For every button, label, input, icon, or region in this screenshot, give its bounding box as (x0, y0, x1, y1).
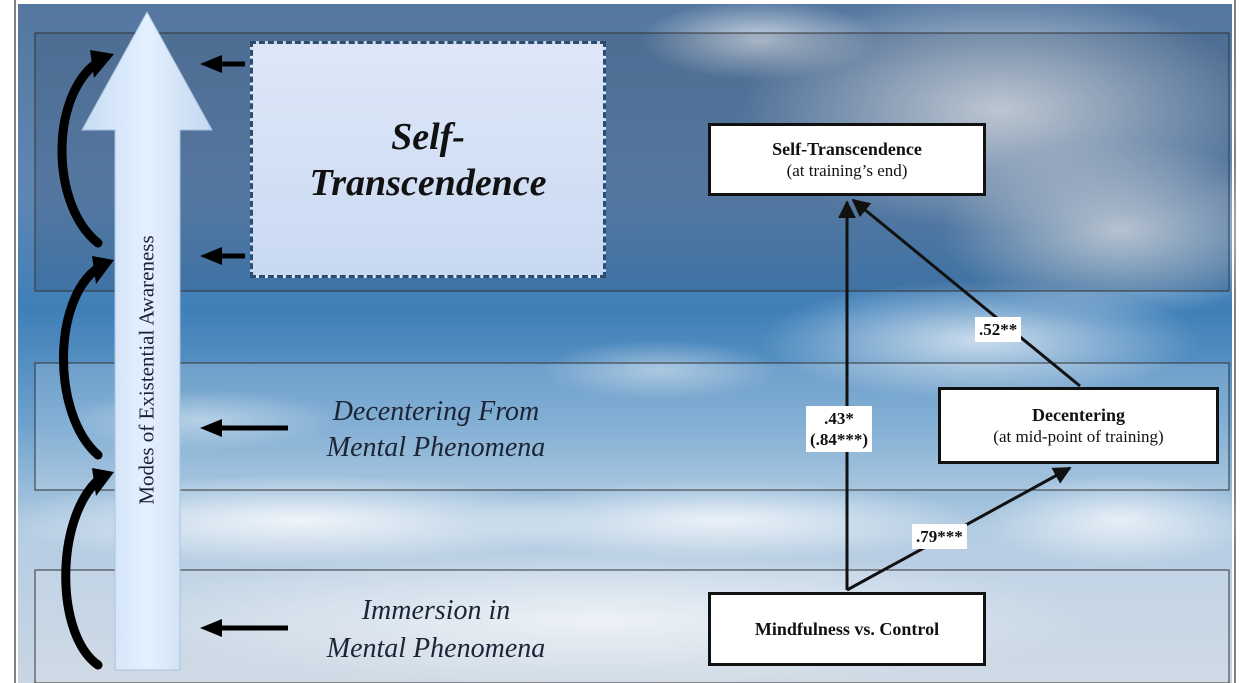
self-transcendence-level-box: Self- Transcendence (250, 41, 606, 278)
level-pointer-arrows (200, 55, 288, 637)
mediator-node-title: Decentering (1032, 405, 1125, 425)
predictor-node-title: Mindfulness vs. Control (754, 619, 940, 639)
coef-predictor-to-outcome-direct: .43* (824, 409, 854, 428)
existential-awareness-arrow (81, 10, 213, 671)
curved-progression-arrows (57, 57, 103, 670)
coef-predictor-to-outcome-total: (.84***) (810, 430, 869, 449)
immersion-level-line2: Mental Phenomena (326, 633, 546, 664)
outcome-node-title: Self-Transcendence (772, 139, 922, 159)
immersion-level-line1: Immersion in (361, 595, 511, 626)
predictor-node: Mindfulness vs. Control (708, 592, 986, 666)
outcome-node-subtitle: (at training’s end) (786, 161, 908, 180)
decentering-level-line1: Decentering From (332, 396, 540, 427)
outcome-node: Self-Transcendence (at training’s end) (708, 123, 986, 196)
path-mediator-to-outcome (851, 198, 1081, 388)
decentering-level-line2: Mental Phenomena (326, 432, 546, 463)
mediator-node-subtitle: (at mid-point of training) (993, 427, 1164, 446)
mediator-node: Decentering (at mid-point of training) (938, 387, 1219, 464)
decentering-level-label: Decentering From Mental Phenomena (296, 394, 576, 466)
coef-predictor-to-mediator: .79*** (912, 524, 967, 549)
axis-label-modes-of-existential-awareness: Modes of Existential Awareness (134, 235, 159, 505)
self-transcendence-level-title: Self- Transcendence (309, 115, 547, 204)
band-self-transcendence (34, 32, 1230, 292)
immersion-level-label: Immersion in Mental Phenomena (296, 592, 576, 668)
coef-predictor-to-outcome: .43* (.84***) (806, 406, 873, 452)
curved-arrow-heads (90, 50, 114, 496)
coef-mediator-to-outcome: .52** (975, 317, 1022, 342)
